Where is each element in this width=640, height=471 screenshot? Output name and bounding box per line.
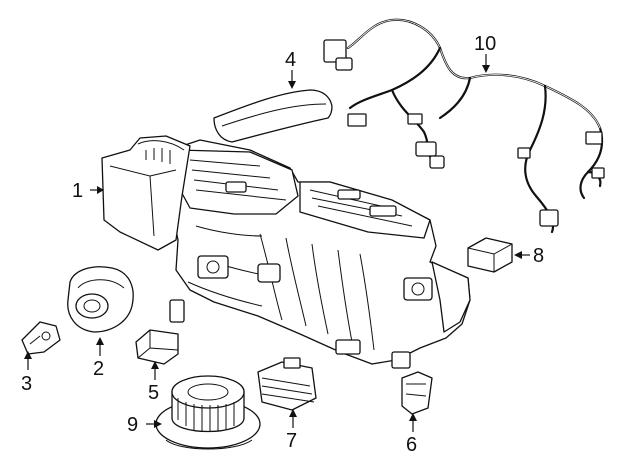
callout-3: 3 — [21, 373, 32, 395]
callout-4: 4 — [285, 49, 296, 71]
callout-labels: 1 2 3 4 5 6 7 8 9 10 — [21, 33, 544, 456]
leader-lines — [24, 54, 530, 432]
resistor-pack[interactable] — [257, 357, 317, 411]
relay[interactable] — [467, 237, 513, 273]
callout-6: 6 — [406, 434, 417, 456]
sensor-bracket[interactable] — [21, 321, 61, 355]
callout-1: 1 — [72, 180, 83, 202]
blower-housing[interactable] — [67, 266, 134, 333]
inlet-duct[interactable] — [101, 135, 191, 251]
cover-panel[interactable] — [213, 89, 333, 143]
wiring-harness[interactable] — [323, 18, 605, 234]
callout-5: 5 — [148, 382, 159, 404]
callout-8: 8 — [533, 245, 544, 267]
blower-motor[interactable] — [155, 375, 261, 450]
control-module[interactable] — [135, 329, 179, 365]
hvac-housing[interactable] — [169, 139, 471, 369]
actuator[interactable] — [401, 371, 433, 415]
callout-7: 7 — [286, 430, 297, 452]
callout-2: 2 — [93, 358, 104, 380]
callout-10: 10 — [474, 33, 496, 55]
callout-9: 9 — [127, 414, 138, 436]
